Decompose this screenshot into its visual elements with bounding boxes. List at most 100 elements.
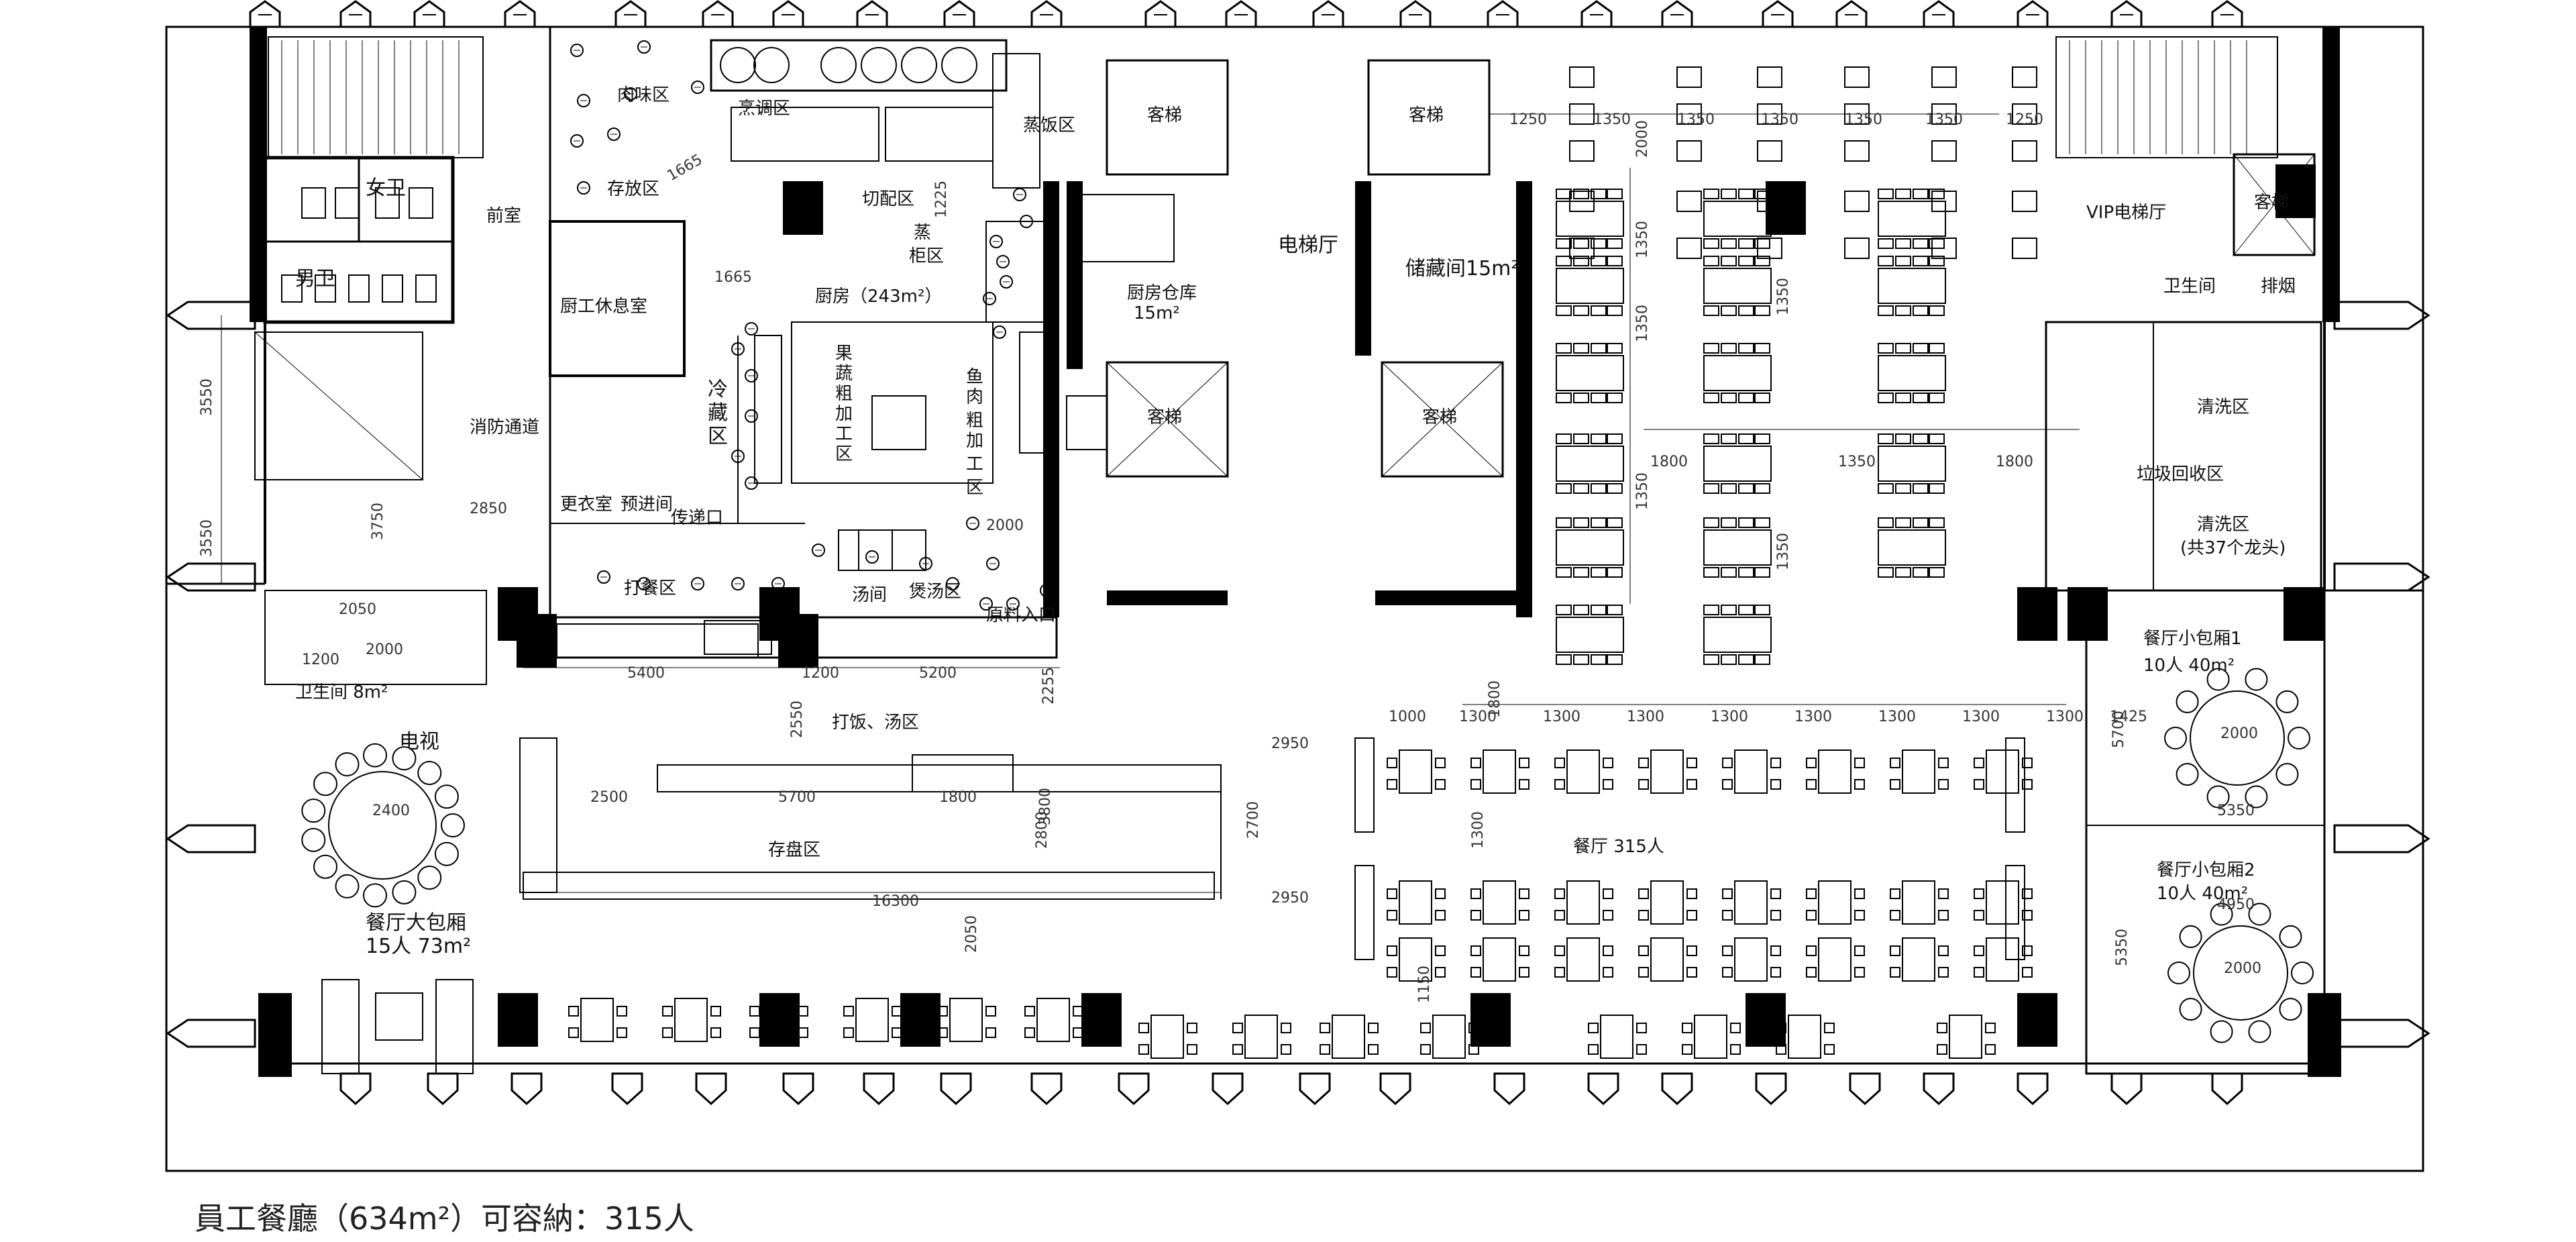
- dining-chair: [798, 1027, 808, 1038]
- dimension-label: 1800: [1487, 680, 1503, 718]
- dining-chair: [843, 1027, 854, 1038]
- stair-well: [268, 36, 484, 158]
- room-label-rice_soup: 打饭、汤区: [832, 713, 919, 733]
- sink: [858, 529, 926, 571]
- dining-chair: [2012, 103, 2037, 125]
- dimension-label: 2000: [986, 517, 1024, 534]
- round-chair: [2275, 690, 2299, 713]
- room-label-steam_rice: 蒸饭区: [1023, 115, 1075, 136]
- facade-fin-side: [166, 301, 256, 330]
- dining-table: [1734, 937, 1768, 982]
- shaft: [1066, 395, 1108, 450]
- dining-chair: [1588, 1044, 1599, 1055]
- dining-chair: [1878, 393, 1894, 403]
- dining-chair: [1895, 238, 1911, 249]
- wok-burner: [753, 47, 790, 83]
- round-chair: [335, 752, 360, 777]
- room-label-veg_6: 区: [835, 444, 853, 464]
- round-chair: [2179, 998, 2202, 1021]
- facade-fin: [1755, 1072, 1787, 1106]
- room-label-elev_d: 客梯: [1422, 407, 1457, 427]
- dimension-label: 2050: [963, 915, 980, 953]
- room-label-elev_e: 客梯: [2254, 193, 2289, 213]
- dining-chair: [1878, 567, 1894, 578]
- concrete-column: [1081, 993, 1122, 1047]
- dining-chair: [1703, 238, 1719, 249]
- dining-chair: [1387, 967, 1397, 978]
- dining-chair: [1929, 305, 1945, 316]
- facade-fin: [1399, 0, 1432, 28]
- dining-table: [1600, 1015, 1633, 1059]
- dining-table: [761, 998, 795, 1042]
- dining-table: [1703, 617, 1772, 653]
- dining-chair: [1636, 1044, 1647, 1055]
- round-chair: [2179, 925, 2202, 948]
- room-label-fish_3: 粗: [966, 411, 983, 431]
- dining-chair: [1435, 888, 1446, 899]
- dining-chair: [1721, 305, 1737, 316]
- dining-table: [1556, 529, 1624, 566]
- dining-chair: [1591, 305, 1607, 316]
- dining-chair: [1024, 1006, 1035, 1017]
- room-label-fish_6: 区: [966, 478, 983, 498]
- facade-fin-side: [2333, 562, 2430, 592]
- round-chair: [335, 874, 360, 898]
- dimension-label: 2255: [1040, 667, 1057, 705]
- dining-chair: [1824, 1044, 1835, 1055]
- kitchen-equipment-dot: [1040, 584, 1053, 597]
- room-label-lobby_front: 前室: [486, 206, 521, 226]
- room-label-fire_passage: 消防通道: [470, 417, 539, 437]
- dining-chair: [1722, 779, 1733, 790]
- dining-chair: [1435, 779, 1446, 790]
- dimension-label: 1200: [802, 665, 839, 682]
- kitchen-equipment-dot: [979, 597, 993, 611]
- dining-chair: [1913, 393, 1929, 403]
- urinal: [415, 274, 437, 303]
- kitchen-equipment-dot: [996, 255, 1010, 268]
- kitchen-equipment-dot: [691, 81, 704, 94]
- kitchen-equipment-dot: [1000, 275, 1013, 289]
- dining-chair: [710, 1006, 721, 1017]
- room-label-cutting: 切配区: [862, 189, 914, 209]
- dining-table: [1902, 880, 1935, 925]
- dining-chair: [1703, 654, 1719, 665]
- facade-fin: [863, 1072, 895, 1106]
- kitchen-equipment-dot: [993, 325, 1006, 339]
- dining-chair: [1913, 305, 1929, 316]
- dining-chair: [1806, 888, 1817, 899]
- wc-stall: [409, 187, 433, 219]
- dining-table: [1556, 201, 1624, 237]
- dining-chair: [1470, 967, 1481, 978]
- core-wall: [1516, 181, 1532, 617]
- facade-fin: [2110, 0, 2143, 28]
- urinal: [315, 274, 336, 303]
- dining-table: [1399, 880, 1432, 925]
- dimension-label: 3750: [370, 503, 386, 540]
- dining-chair: [1703, 567, 1719, 578]
- dimension-label: 1665: [714, 269, 752, 286]
- dining-chair: [1878, 433, 1894, 444]
- dining-chair: [1878, 189, 1894, 199]
- round-chair: [2206, 785, 2230, 809]
- dining-chair: [1890, 779, 1900, 790]
- dining-chair: [1638, 945, 1649, 956]
- dining-table: [1878, 529, 1946, 566]
- dining-chair: [1974, 967, 1984, 978]
- kitchen-equipment-dot: [946, 577, 959, 590]
- concrete-column: [1766, 181, 1806, 235]
- facade-fin: [940, 1072, 972, 1106]
- dimension-label: 1300: [2046, 709, 2084, 725]
- dimension-label: 1350: [1845, 111, 1882, 128]
- kitchen-equipment-dot: [597, 570, 610, 584]
- dining-chair: [1938, 779, 1949, 790]
- round-chair: [392, 880, 417, 904]
- dining-chair: [1556, 567, 1572, 578]
- dining-chair: [1573, 483, 1589, 494]
- dining-chair: [1878, 343, 1894, 354]
- dining-chair: [2022, 779, 2033, 790]
- dining-chair: [1854, 945, 1865, 956]
- dining-chair: [1730, 1044, 1741, 1055]
- room-label-dining: 餐厅 315人: [1573, 837, 1664, 857]
- dining-chair: [1895, 305, 1911, 316]
- dining-table: [1566, 880, 1600, 925]
